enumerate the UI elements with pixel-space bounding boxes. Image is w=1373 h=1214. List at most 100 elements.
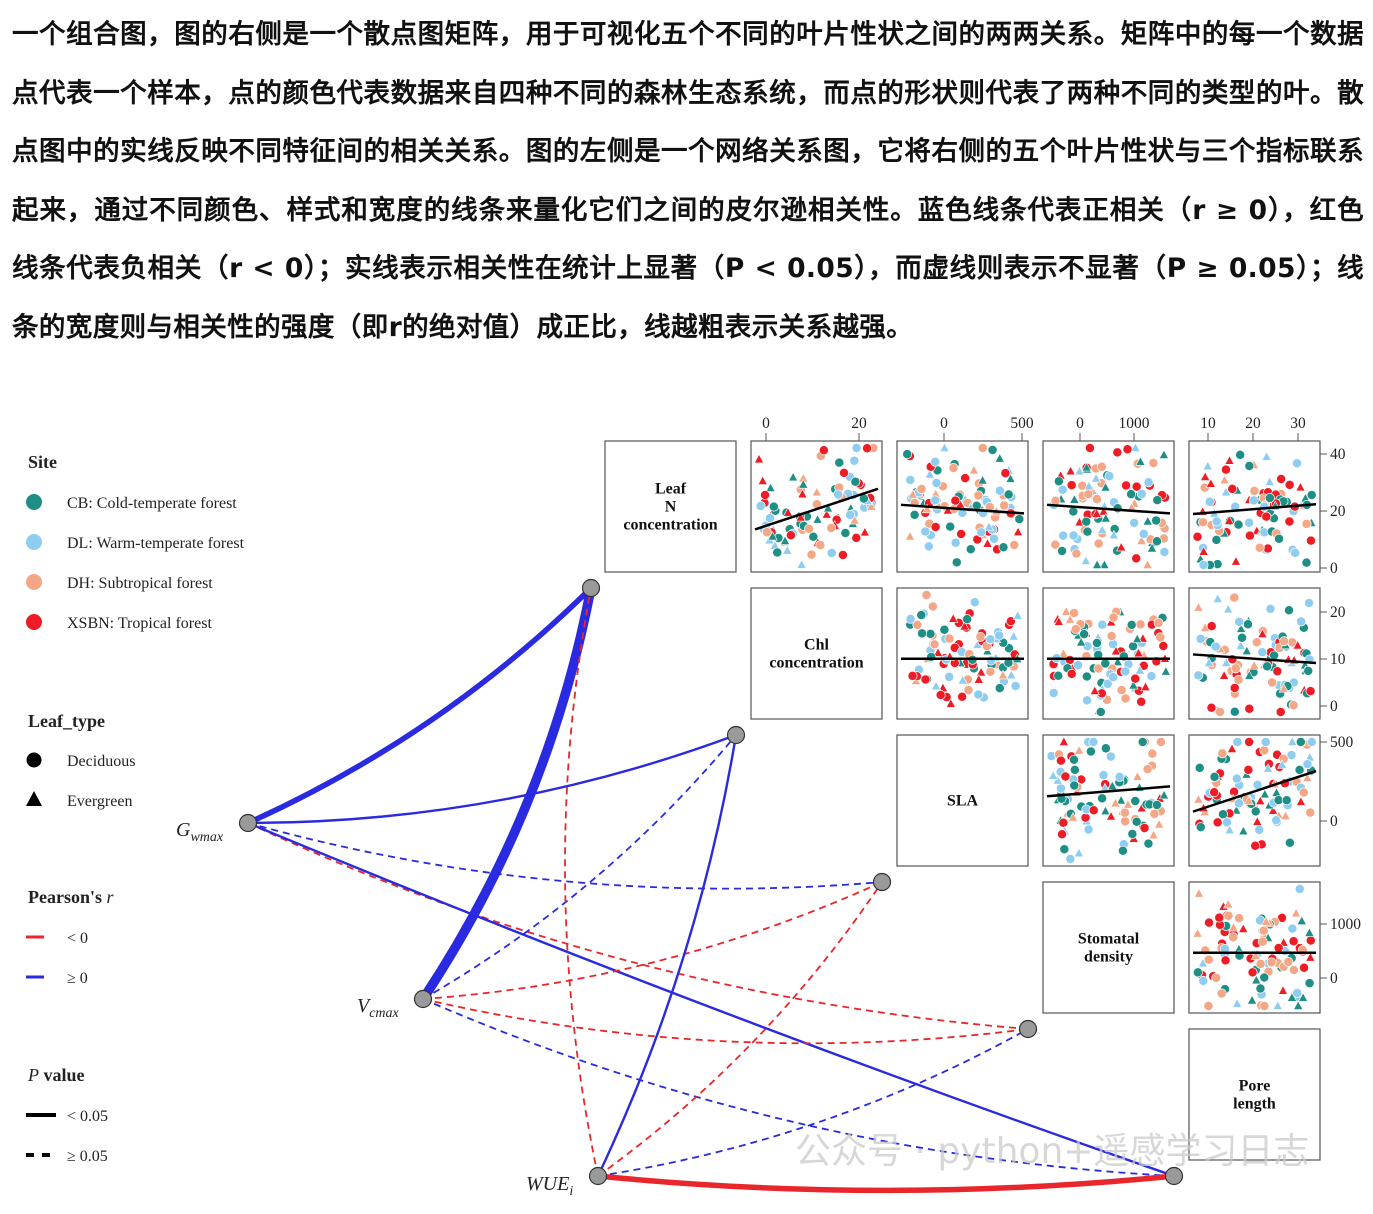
data-point xyxy=(1219,670,1230,680)
data-point xyxy=(804,523,814,534)
data-point xyxy=(969,597,980,608)
data-point xyxy=(1057,484,1068,495)
data-point xyxy=(1212,817,1223,828)
data-point xyxy=(1089,685,1100,695)
data-point xyxy=(1203,1001,1214,1011)
data-point xyxy=(1306,737,1317,747)
network-link-gwmax-4 xyxy=(247,821,1175,1178)
data-point xyxy=(1102,678,1113,689)
diagonal-label: Stomatal xyxy=(1078,931,1140,948)
data-point xyxy=(1085,746,1096,757)
data-point xyxy=(1198,517,1208,528)
data-point xyxy=(930,456,941,467)
data-point xyxy=(1294,764,1305,775)
data-point xyxy=(985,634,996,645)
right-axis-tick-label: 0 xyxy=(1330,698,1338,715)
legend-p-italic: P xyxy=(27,1065,39,1085)
legend-site-label: XSBN: Tropical forest xyxy=(67,615,212,632)
data-point xyxy=(795,511,806,522)
data-point xyxy=(811,486,822,497)
data-point xyxy=(1097,524,1108,535)
right-axis-tick-label: 0 xyxy=(1330,813,1338,830)
data-point xyxy=(1255,983,1266,994)
network-link-vcmax-2 xyxy=(422,881,883,1000)
diagonal-label: Leaf xyxy=(655,481,687,498)
diagonal-label: length xyxy=(1233,1096,1276,1113)
data-point xyxy=(837,550,848,561)
fit-line xyxy=(1046,785,1171,798)
network-node-trait-2 xyxy=(872,872,892,892)
data-point xyxy=(956,529,967,539)
data-point xyxy=(1081,671,1092,682)
data-point xyxy=(1193,602,1204,612)
data-point xyxy=(1276,474,1287,484)
data-point xyxy=(1255,958,1266,969)
data-point xyxy=(973,490,984,501)
data-point xyxy=(920,526,931,537)
data-point xyxy=(1057,546,1067,556)
fit-line xyxy=(1046,503,1171,515)
data-point xyxy=(1104,471,1115,482)
data-point xyxy=(1067,812,1079,822)
data-point xyxy=(1233,798,1244,809)
legend-pearson-label: ≥ 0 xyxy=(67,970,88,987)
data-point xyxy=(1238,923,1249,933)
data-point xyxy=(753,453,765,464)
data-point xyxy=(1155,632,1166,643)
data-point xyxy=(950,495,961,506)
data-point xyxy=(1261,451,1272,461)
data-point xyxy=(1264,476,1275,486)
data-point xyxy=(1134,665,1146,675)
data-point xyxy=(1302,759,1313,770)
network-node-gwmax xyxy=(238,813,258,833)
data-point xyxy=(1130,673,1141,684)
data-point xyxy=(808,531,819,542)
top-axis-tick-label: 0 xyxy=(762,415,770,432)
data-point xyxy=(1224,515,1235,525)
data-point xyxy=(1257,647,1268,658)
data-point xyxy=(1259,745,1270,756)
data-point xyxy=(982,538,993,548)
top-axis-tick-label: 0 xyxy=(940,415,948,432)
data-point xyxy=(1223,910,1234,921)
data-point xyxy=(1272,666,1283,677)
diagonal-panel-frame xyxy=(1042,881,1175,1014)
data-point xyxy=(948,613,959,623)
data-point xyxy=(834,457,845,468)
data-point xyxy=(1244,517,1255,528)
data-point xyxy=(1264,493,1275,503)
network-link-wuei-2 xyxy=(597,881,883,1177)
diagonal-panel-frame xyxy=(1188,1028,1321,1161)
data-point xyxy=(765,513,775,524)
data-point xyxy=(1262,763,1274,773)
data-point xyxy=(1192,531,1203,542)
legend-p-label: < 0.05 xyxy=(67,1108,108,1125)
data-point xyxy=(926,652,937,662)
data-point xyxy=(1203,954,1214,965)
data-point xyxy=(859,526,870,537)
data-point xyxy=(1277,759,1288,769)
diagonal-panel-frame xyxy=(896,734,1029,867)
fit-line xyxy=(1192,653,1317,665)
data-point xyxy=(1066,480,1077,491)
diagonal-label: concentration xyxy=(623,517,717,534)
data-point xyxy=(1008,630,1019,641)
data-point xyxy=(1305,935,1316,946)
scatter-panel-0-3 xyxy=(1042,440,1175,573)
data-point xyxy=(1058,817,1069,828)
data-point xyxy=(1159,547,1170,557)
diagonal-label: Pore xyxy=(1239,1078,1271,1095)
data-point xyxy=(1108,672,1119,683)
data-point xyxy=(1262,661,1273,672)
data-point xyxy=(1100,658,1111,669)
data-point xyxy=(826,548,837,558)
data-point xyxy=(1100,481,1111,492)
data-point xyxy=(1274,533,1284,544)
data-point xyxy=(1131,553,1142,564)
data-point xyxy=(1116,541,1127,552)
data-point xyxy=(1160,666,1171,676)
data-point xyxy=(957,691,968,702)
data-point xyxy=(1278,753,1289,764)
data-point xyxy=(1261,511,1272,522)
